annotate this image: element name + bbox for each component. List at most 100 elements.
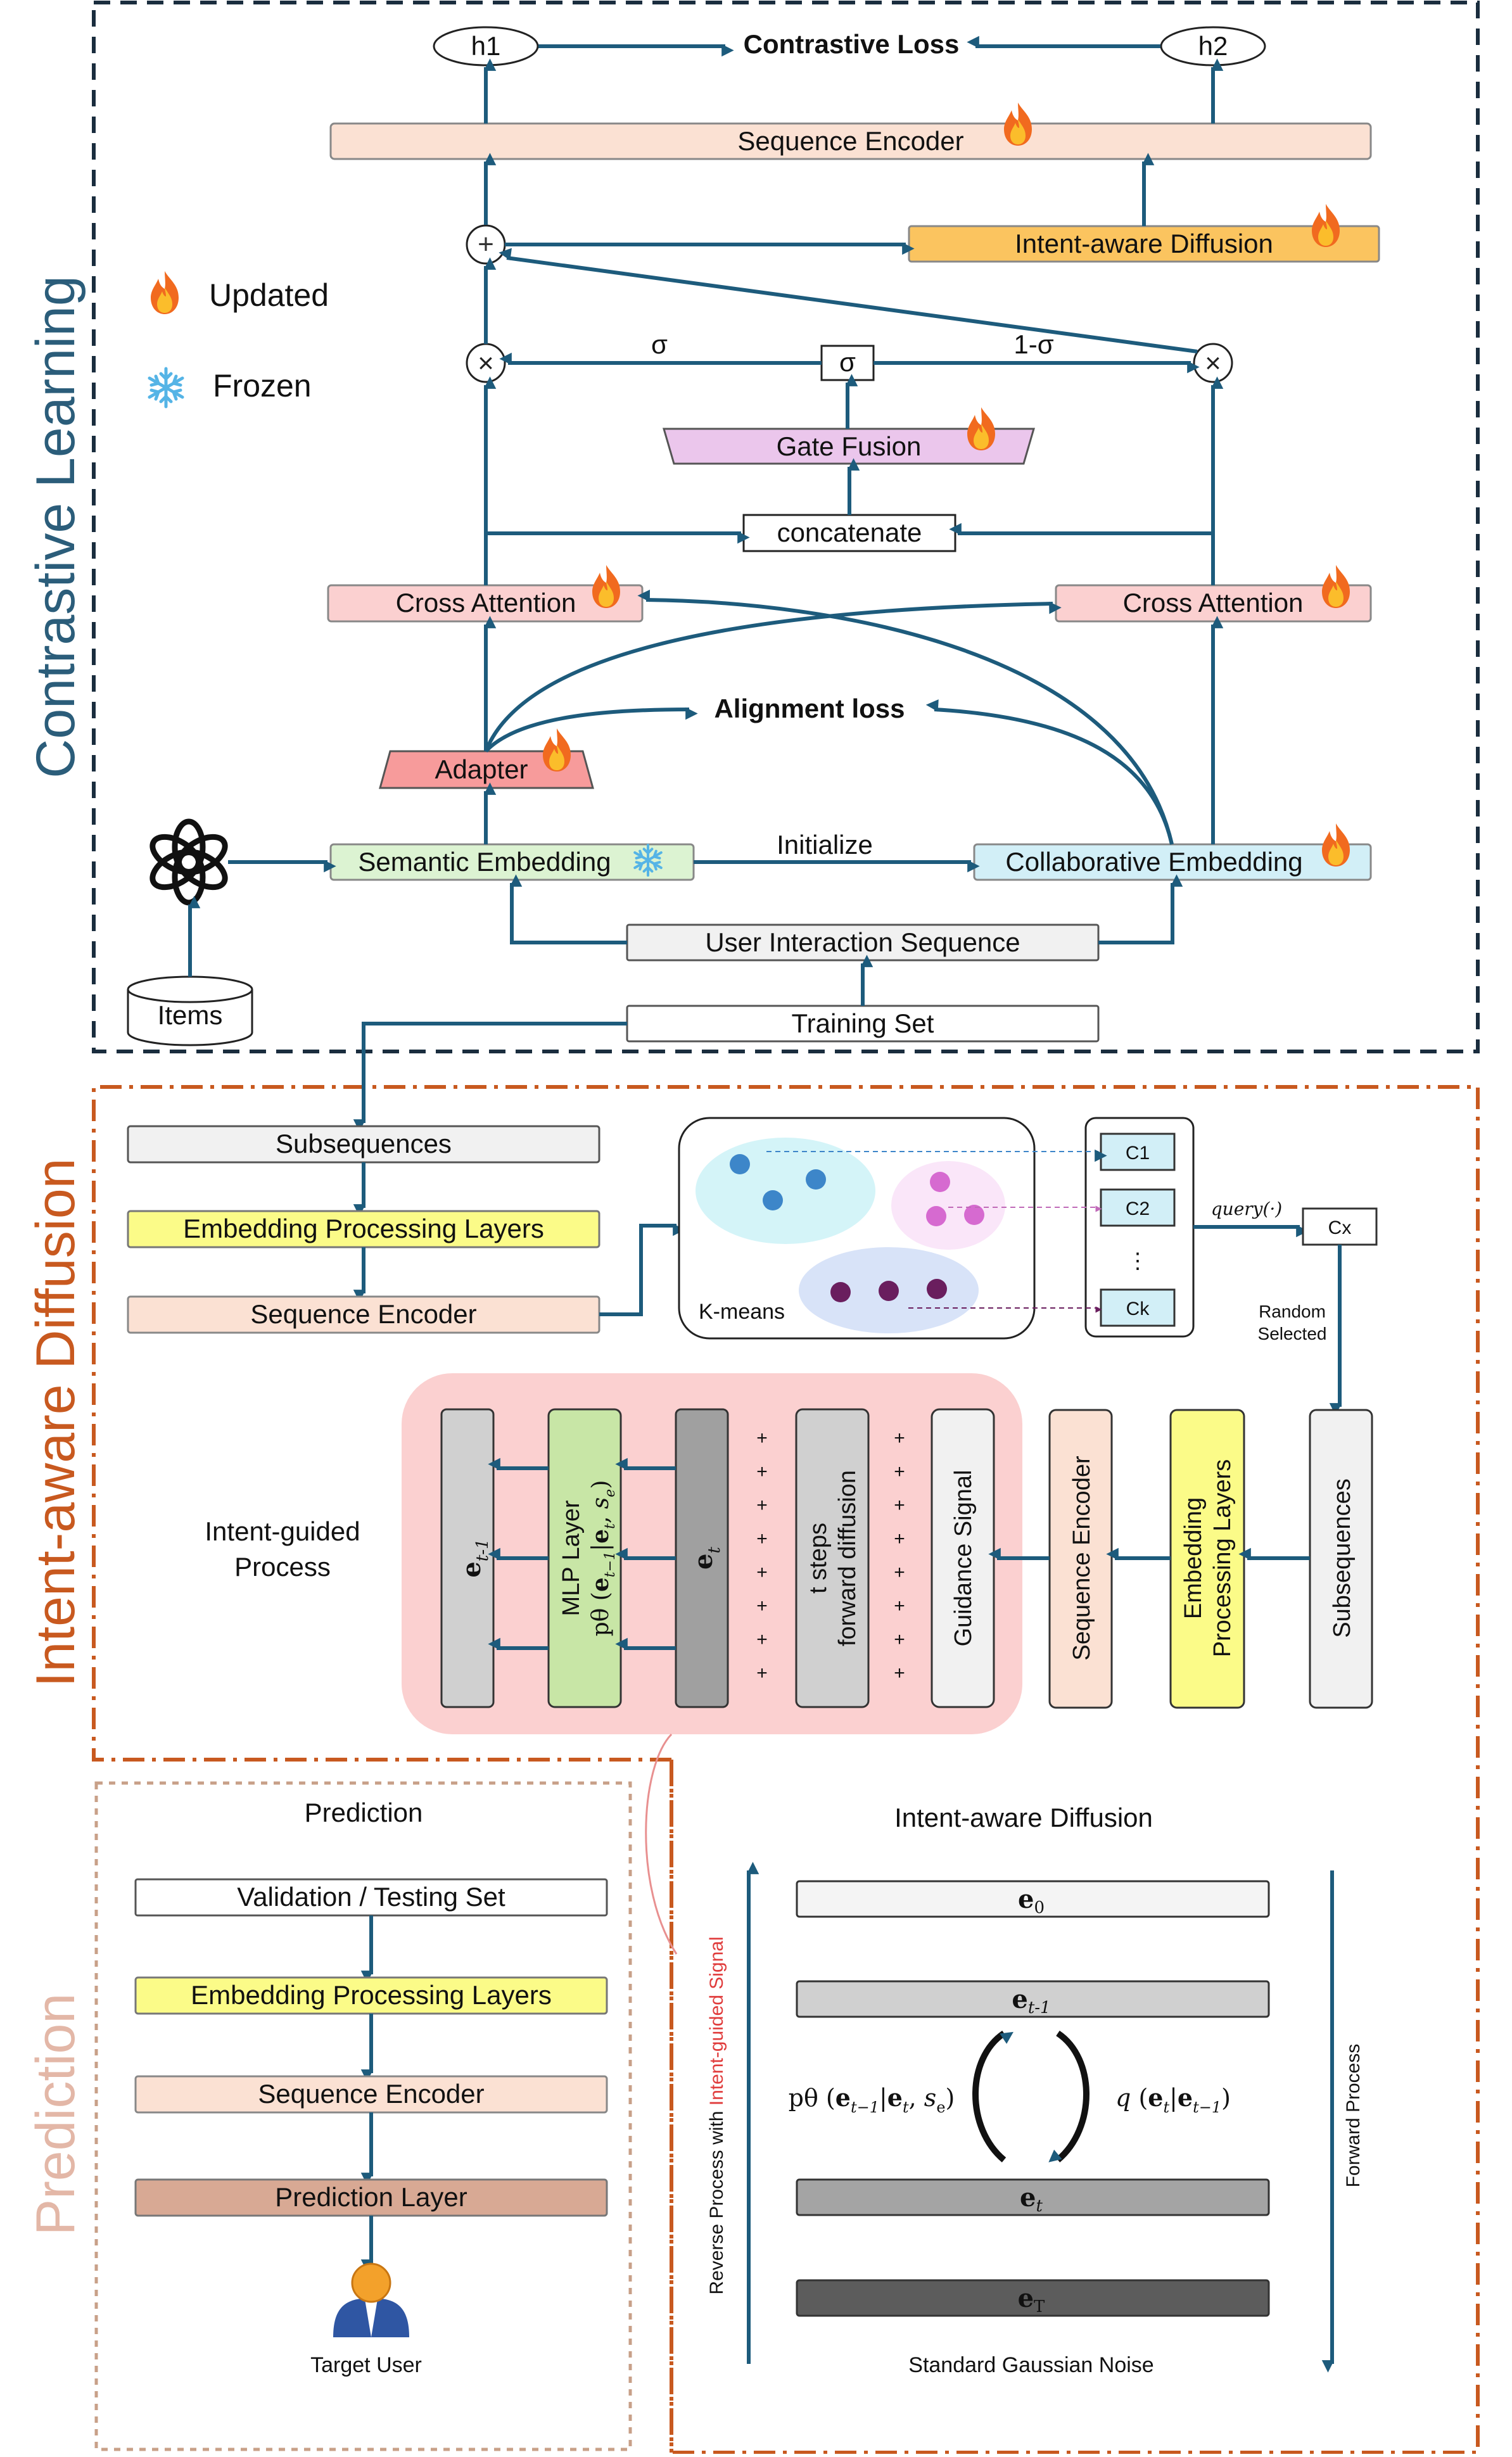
cluster-blue <box>696 1138 875 1244</box>
legend-updated: Updated <box>209 277 329 313</box>
flame-icon <box>1004 103 1032 146</box>
guidance-signal-label: Guidance Signal <box>950 1470 977 1647</box>
svg-text:+: + <box>756 1629 768 1650</box>
forward-arc-arrow <box>1048 2030 1090 2162</box>
guided-signal-connector <box>645 1733 678 1955</box>
contrastive-learning-frame <box>92 1 1480 1053</box>
svg-text:+: + <box>756 1528 768 1549</box>
pred-encoder-label: Sequence Encoder <box>258 2079 484 2109</box>
reverse-process-label: Reverse Process with Intent-guided Signa… <box>706 1936 727 2294</box>
training-to-subsequences-arrow <box>353 1022 627 1132</box>
v-sequence-encoder-label: Sequence Encoder <box>1069 1456 1095 1661</box>
adapter-label: Adapter <box>435 754 528 784</box>
multiply-right-symbol: × <box>1205 348 1221 379</box>
svg-text:+: + <box>894 1461 905 1482</box>
forward-process-label: Forward Process <box>1343 2044 1364 2188</box>
svg-text:+: + <box>894 1629 905 1650</box>
llm-logo-icon <box>149 818 228 906</box>
flame-icon <box>1322 823 1350 867</box>
e-t-label: et <box>689 1547 724 1570</box>
cross-attention-right-label: Cross Attention <box>1123 588 1304 618</box>
svg-text:+: + <box>894 1562 905 1583</box>
cl-intent-diffusion-label: Intent-aware Diffusion <box>1015 229 1273 258</box>
flame-icon <box>967 407 995 450</box>
target-user-label: Target User <box>310 2353 422 2377</box>
point-pink <box>964 1205 984 1225</box>
prediction-title: Prediction <box>25 1993 86 2235</box>
pred-embedding-label: Embedding Processing Layers <box>191 1980 552 2010</box>
flame-icon <box>151 271 179 314</box>
h2-label: h2 <box>1198 31 1228 61</box>
cluster-ellipsis: ⋮ <box>1127 1249 1148 1273</box>
svg-text:+: + <box>756 1562 768 1583</box>
prediction-layer-label: Prediction Layer <box>275 2182 467 2212</box>
intent-diffusion-title: Intent-aware Diffusion <box>25 1159 86 1687</box>
svg-text:+: + <box>894 1528 905 1549</box>
cross-attention-left-label: Cross Attention <box>396 588 576 618</box>
legend-frozen: Frozen <box>213 368 312 403</box>
validation-label: Validation / Testing Set <box>237 1882 505 1912</box>
adapter-box <box>379 750 594 789</box>
svg-text:+: + <box>756 1461 768 1482</box>
items-database-icon <box>127 975 253 1046</box>
diff-sequence-encoder-label: Sequence Encoder <box>250 1299 476 1329</box>
e0-label: e0 <box>1018 1884 1045 1917</box>
prediction-panel-title: Prediction <box>305 1798 423 1827</box>
cl-sequence-encoder-label: Sequence Encoder <box>737 126 963 156</box>
user-interaction-label: User Interaction Sequence <box>705 927 1020 957</box>
mlp-layer-label: MLP Layer <box>558 1500 585 1616</box>
forward-diffusion-bar <box>795 1408 870 1708</box>
adapter-to-alignment-arrow <box>484 707 698 753</box>
point-pink <box>930 1172 950 1192</box>
e-t-step-label: et <box>1020 2183 1043 2216</box>
e-T-bar <box>796 2279 1270 2317</box>
e-prev-step-label: et-1 <box>1012 1984 1050 2017</box>
gate-fusion-box <box>663 428 1035 465</box>
snowflake-icon <box>149 369 182 407</box>
flame-icon <box>1312 204 1340 247</box>
cluster-c2-label: C2 <box>1126 1198 1150 1219</box>
intent-diffusion-frame <box>92 1085 1480 2454</box>
point-purple <box>879 1281 899 1301</box>
cluster-c1-box <box>1100 1133 1176 1171</box>
contrastive-loss-label: Contrastive Loss <box>744 29 960 59</box>
cluster-c1-label: C1 <box>1126 1143 1150 1164</box>
flame-icon <box>543 728 571 771</box>
cx-box <box>1302 1207 1378 1246</box>
point-blue <box>806 1169 826 1190</box>
svg-text:+: + <box>894 1428 905 1449</box>
cluster-ck-label: Ck <box>1126 1298 1150 1319</box>
semantic-embedding-label: Semantic Embedding <box>358 847 611 877</box>
mul-right-to-add-arrow <box>499 248 1198 353</box>
target-user-icon <box>333 2263 409 2337</box>
cluster-ck-box <box>1100 1288 1176 1327</box>
alignment-loss-label: Alignment loss <box>714 694 905 723</box>
selected-label: Selected <box>1258 1324 1327 1343</box>
v-embedding-label-1: Embedding <box>1180 1497 1207 1619</box>
flame-icon <box>592 565 620 608</box>
sigma-weight-label: σ <box>651 329 668 359</box>
iad-title: Intent-aware Diffusion <box>894 1803 1153 1832</box>
reverse-formula: pθ (et−1|et, se) <box>789 2083 955 2116</box>
cluster-pink <box>891 1161 1005 1250</box>
multiply-left-symbol: × <box>478 348 494 379</box>
sigma-box-label: σ <box>839 347 856 377</box>
prediction-frame <box>94 1781 632 2451</box>
e0-bar <box>796 1880 1270 1918</box>
plus-column-right: + + + + + + + + <box>894 1428 905 1684</box>
adapter-to-ca-right-arrow <box>484 601 1062 752</box>
random-label: Random <box>1259 1302 1326 1321</box>
uis-to-semantic-arrow <box>509 874 627 944</box>
v-embedding-label-2: Processing Layers <box>1209 1459 1236 1658</box>
diff-subsequences-label: Subsequences <box>276 1129 452 1159</box>
forward-diffusion-label: forward diffusion <box>834 1470 861 1646</box>
cl-sequence-encoder-box <box>329 122 1372 160</box>
point-pink <box>926 1206 946 1226</box>
training-set-label: Training Set <box>792 1008 934 1038</box>
svg-text:+: + <box>756 1428 768 1449</box>
gaussian-noise-label: Standard Gaussian Noise <box>908 2353 1153 2377</box>
point-purple <box>830 1282 851 1302</box>
kmeans-label: K-means <box>699 1300 785 1324</box>
